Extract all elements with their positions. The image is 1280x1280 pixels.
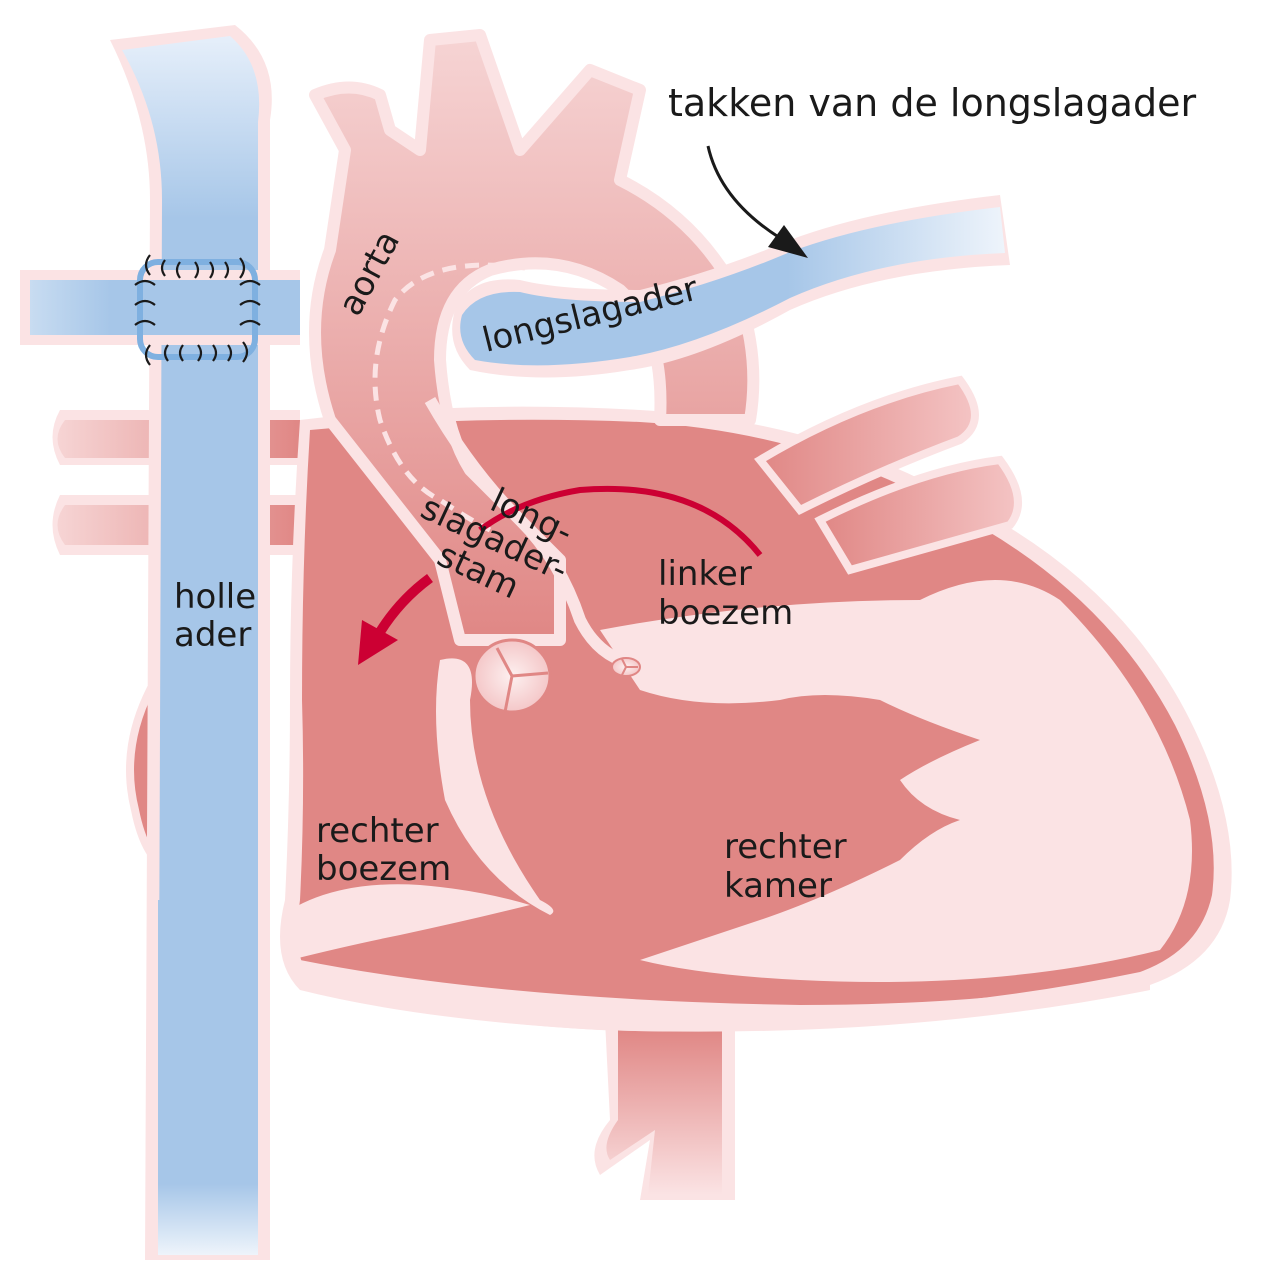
pulmonary-artery (452, 195, 1011, 378)
label-left-atrium-1: linker (658, 554, 752, 594)
label-right-atrium-2: boezem (316, 849, 451, 889)
switch-dashed-line (372, 262, 526, 533)
label-right-atrium-1: rechter (316, 811, 439, 851)
inferior-vessel (594, 1020, 735, 1200)
suture-icon (134, 254, 261, 366)
right-pulmonary-veins (754, 375, 1022, 575)
label-vena-cava-2: ader (174, 615, 251, 655)
label-vena-cava-1: holle (174, 577, 256, 617)
pointer-arrow-icon (706, 145, 808, 258)
flow-arrow-icon (358, 485, 763, 665)
aortic-valve (472, 638, 552, 714)
label-right-ventricle-2: kamer (724, 866, 832, 906)
label-pulmonary-branches: takken van de longslagader (668, 81, 1196, 125)
pulmonary-valve (611, 657, 641, 677)
label-left-atrium-2: boezem (658, 593, 793, 633)
label-right-ventricle-1: rechter (724, 827, 847, 867)
vena-cava (20, 25, 300, 1260)
pulmonary-trunk-outline (424, 397, 641, 671)
